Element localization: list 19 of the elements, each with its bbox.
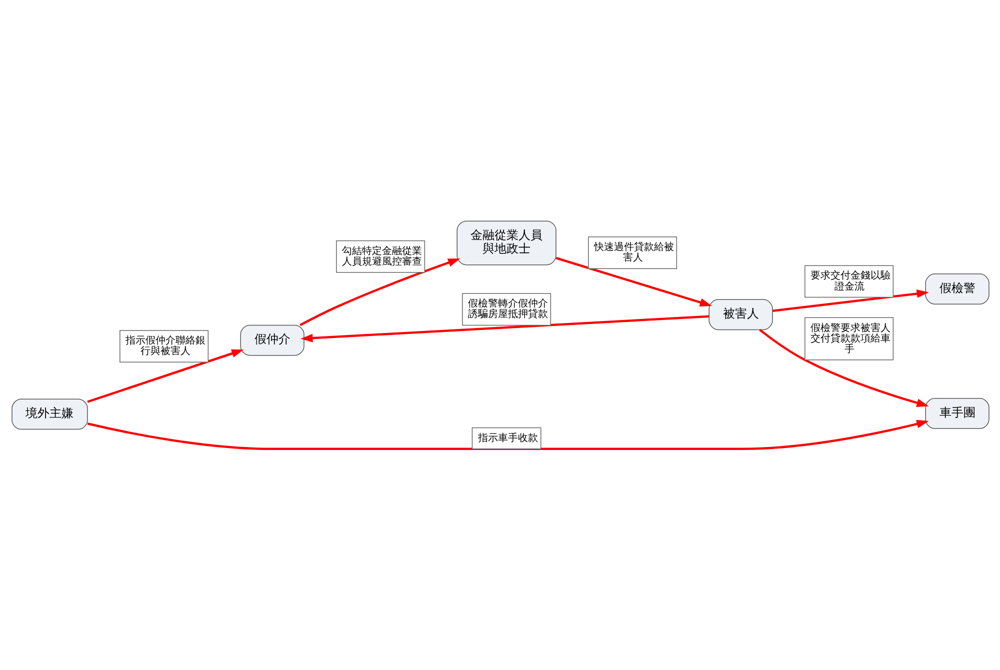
arrow bbox=[555, 256, 712, 306]
node-box: 車手團 bbox=[924, 398, 989, 429]
arrow bbox=[86, 349, 244, 403]
edge-label: 要求交付金錢以驗證金流 bbox=[810, 270, 890, 292]
arrow bbox=[758, 328, 928, 407]
edge-label: 假檢警轉介假仲介誘騙房屋抵押貸款 bbox=[468, 298, 548, 320]
edge-label: 快速過件貸款給被害人 bbox=[594, 242, 674, 264]
arrow bbox=[772, 290, 928, 312]
edge-label: 指示車手收款 bbox=[477, 432, 538, 444]
edge-label: 指示假仲介聯絡銀行與被害人 bbox=[125, 336, 206, 358]
node-box: 金融從業人員與地政士 bbox=[456, 220, 556, 266]
edge-label: 假檢警要求被害人交付貸款款項給車手 bbox=[810, 322, 890, 355]
node-box: 境外主嫌 bbox=[11, 398, 88, 430]
node-box: 假檢警 bbox=[924, 274, 989, 304]
node-box: 假仲介 bbox=[240, 324, 304, 356]
arrow bbox=[299, 258, 460, 326]
arrow bbox=[300, 315, 709, 342]
node-box: 被害人 bbox=[708, 299, 772, 330]
edge-label: 勾結特定金融從業人員規避風控審查 bbox=[342, 246, 422, 268]
